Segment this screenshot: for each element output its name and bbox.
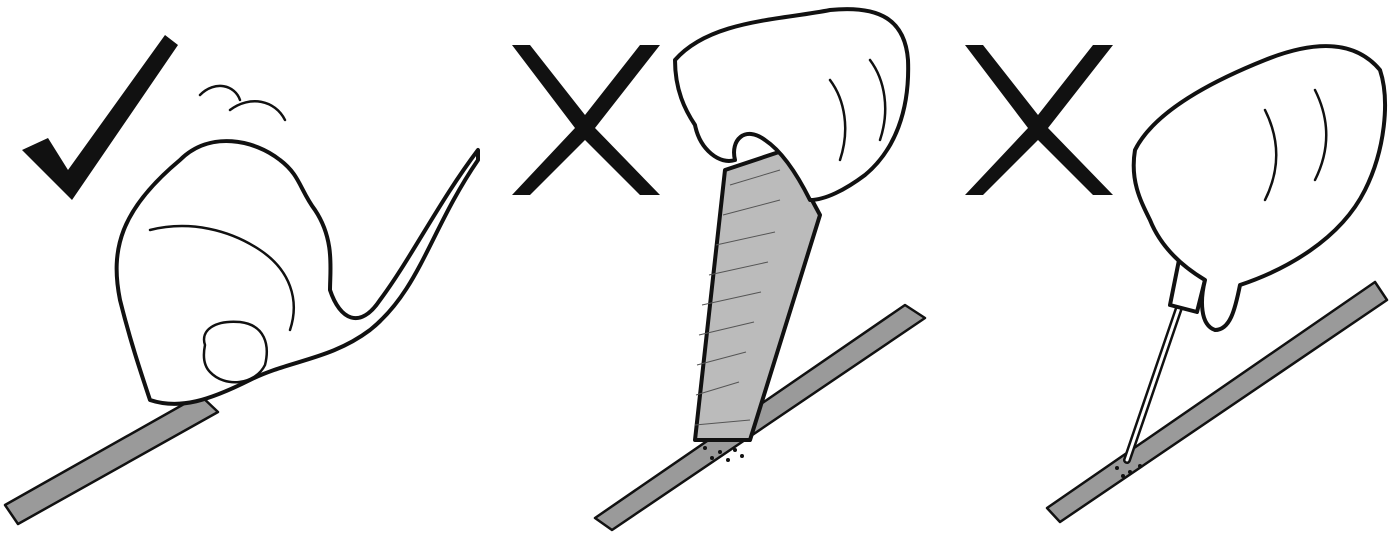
cloth-illustration xyxy=(0,0,480,533)
panel-incorrect-screwdriver xyxy=(935,0,1390,533)
x-mark-icon xyxy=(512,45,660,195)
x-mark-icon xyxy=(965,45,1113,195)
hand-holding-file xyxy=(675,9,908,200)
panel-correct-cloth xyxy=(0,0,480,533)
check-mark-icon xyxy=(22,35,178,200)
file-illustration xyxy=(480,0,935,533)
screwdriver-illustration xyxy=(935,0,1390,533)
metal-strip xyxy=(5,395,218,524)
hand-with-cloth xyxy=(117,141,478,404)
finger-line xyxy=(200,86,285,120)
hand-holding-screwdriver xyxy=(1134,46,1385,330)
panel-incorrect-file xyxy=(480,0,935,533)
